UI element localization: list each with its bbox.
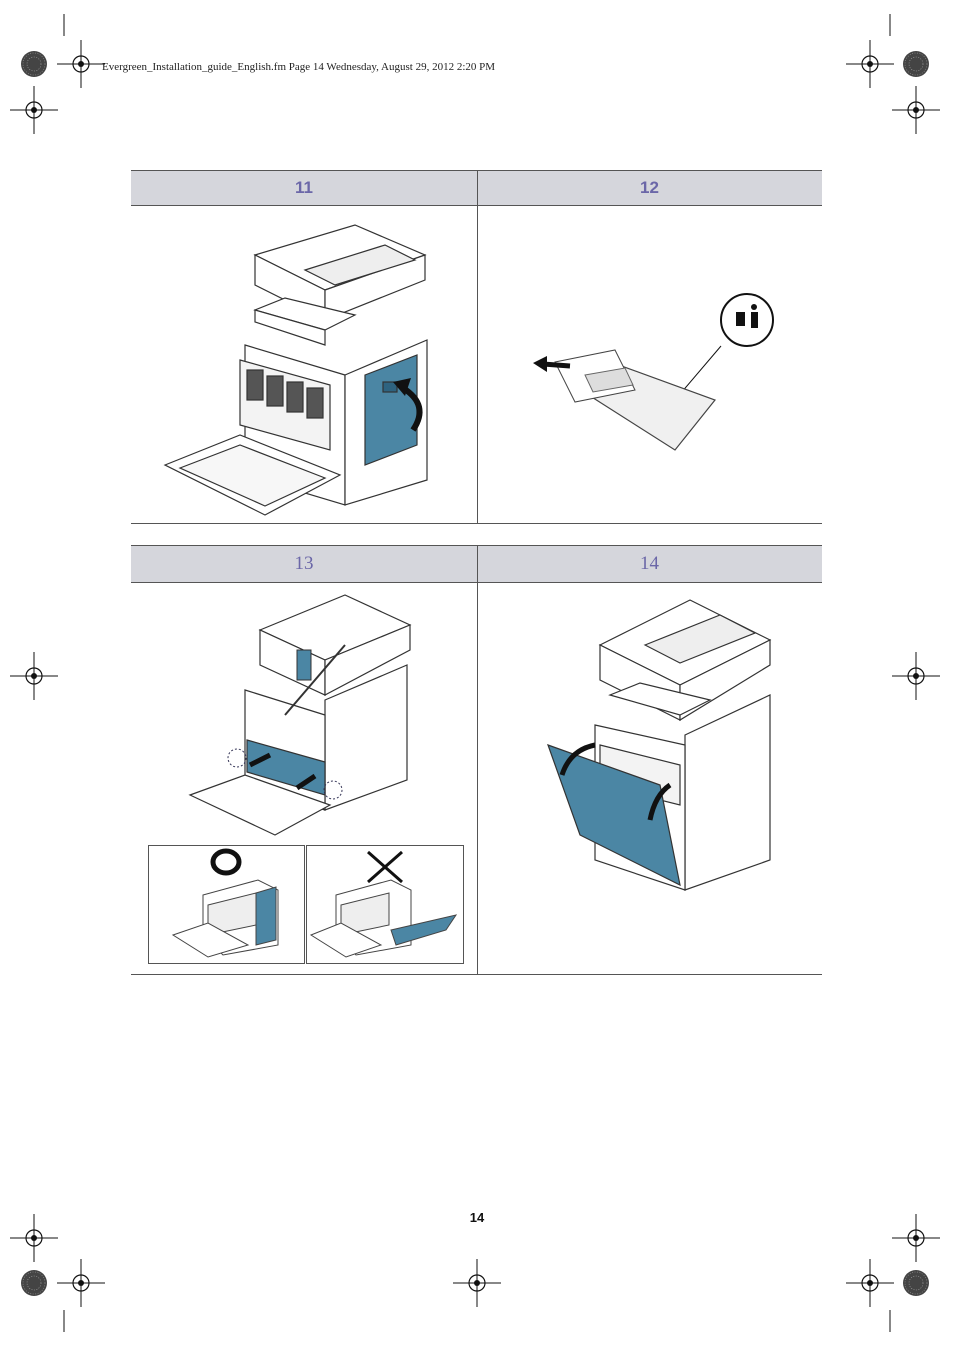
step-11-number: 11: [295, 178, 313, 197]
steps-11-12-table: 11 12: [131, 170, 822, 524]
column-divider: [477, 170, 478, 524]
printer-side-cover-close-illustration: [163, 224, 428, 516]
step-13-correct-panel: [148, 845, 305, 964]
step-14-number: 14: [640, 553, 659, 574]
packaging-bag-trash-illustration: [533, 293, 774, 451]
table-bottom-rule: [131, 974, 822, 975]
wrong-cross-icon: [367, 850, 403, 884]
steps-13-14-table: 13 14: [131, 545, 822, 975]
printer-front-door-close-illustration: [547, 599, 772, 891]
waste-toner-install-illustration: [188, 594, 412, 836]
column-divider: [477, 545, 478, 975]
step-13-wrong-panel: [306, 845, 464, 964]
correct-circle-icon: [210, 848, 242, 876]
document-header-line: Evergreen_Installation_guide_English.fm …: [102, 61, 496, 73]
steps-13-14-header-row: 13 14: [131, 545, 822, 583]
step-13-number: 13: [294, 553, 314, 574]
table-bottom-rule: [131, 523, 822, 524]
step-12-number: 12: [640, 178, 659, 197]
page-number: 14: [469, 1210, 485, 1225]
steps-11-12-header-row: 11 12: [131, 170, 822, 206]
